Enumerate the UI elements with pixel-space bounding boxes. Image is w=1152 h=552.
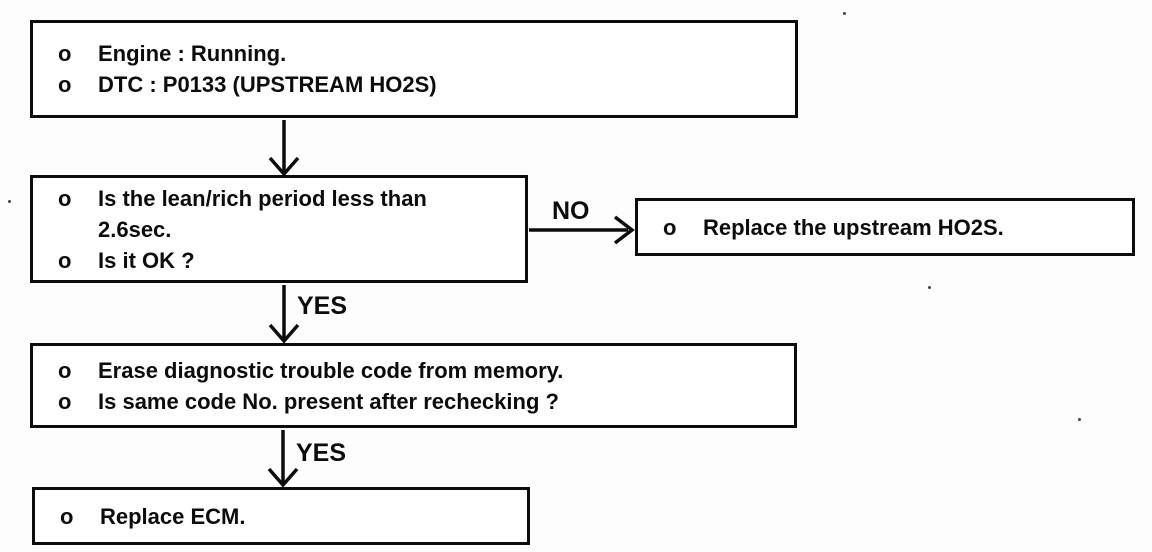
flow-line: o Replace ECM. <box>35 501 527 532</box>
flow-line: 2.6sec. <box>33 214 525 245</box>
flow-line: o DTC : P0133 (UPSTREAM HO2S) <box>33 69 795 100</box>
flow-line-text: Is the lean/rich period less than <box>98 185 427 211</box>
flow-box-lean-rich-check: o Is the lean/rich period less than 2.6s… <box>30 175 528 283</box>
bullet-marker: o <box>58 185 72 211</box>
scan-speck <box>843 12 846 15</box>
bullet-marker: o <box>60 503 74 529</box>
arrow-no-head <box>613 215 635 245</box>
branch-label-no: NO <box>552 197 590 225</box>
flow-box-start-conditions: o Engine : Running. o DTC : P0133 (UPSTR… <box>30 20 798 118</box>
flow-line: o Is the lean/rich period less than <box>33 183 525 214</box>
flow-line: o Is it OK ? <box>33 245 525 276</box>
scan-speck <box>8 200 11 203</box>
bullet-marker: o <box>58 247 72 273</box>
flow-line-text: DTC : P0133 (UPSTREAM HO2S) <box>98 72 437 97</box>
flow-box-replace-ho2s: o Replace the upstream HO2S. <box>635 198 1135 256</box>
flow-line-text: Erase diagnostic trouble code from memor… <box>98 357 564 383</box>
scan-speck <box>1078 418 1081 421</box>
flow-line: o Replace the upstream HO2S. <box>638 212 1132 243</box>
bullet-marker: o <box>58 357 72 383</box>
arrow-down-1-head <box>268 156 300 177</box>
flow-line: o Engine : Running. <box>33 38 795 69</box>
flow-line-text: Engine : Running. <box>98 41 287 66</box>
bullet-marker: o <box>58 41 72 66</box>
flow-line-text: Replace the upstream HO2S. <box>703 214 1004 240</box>
arrow-yes-1-head <box>268 323 300 344</box>
branch-label-yes-1: YES <box>297 292 348 320</box>
arrow-yes-2-head <box>267 467 299 488</box>
flow-box-erase-recheck: o Erase diagnostic trouble code from mem… <box>30 343 797 428</box>
flow-line-text: Replace ECM. <box>100 503 246 529</box>
flow-line-text: 2.6sec. <box>98 216 172 242</box>
flow-line-text: Is it OK ? <box>98 247 195 273</box>
bullet-marker: o <box>58 72 72 97</box>
flow-line: o Is same code No. present after recheck… <box>33 386 794 417</box>
flow-box-replace-ecm: o Replace ECM. <box>32 487 530 545</box>
flow-line: o Erase diagnostic trouble code from mem… <box>33 355 794 386</box>
bullet-marker: o <box>58 388 72 414</box>
flow-line-text: Is same code No. present after recheckin… <box>98 388 559 414</box>
branch-label-yes-2: YES <box>296 439 347 467</box>
scan-speck <box>928 286 931 289</box>
bullet-marker: o <box>663 214 677 240</box>
